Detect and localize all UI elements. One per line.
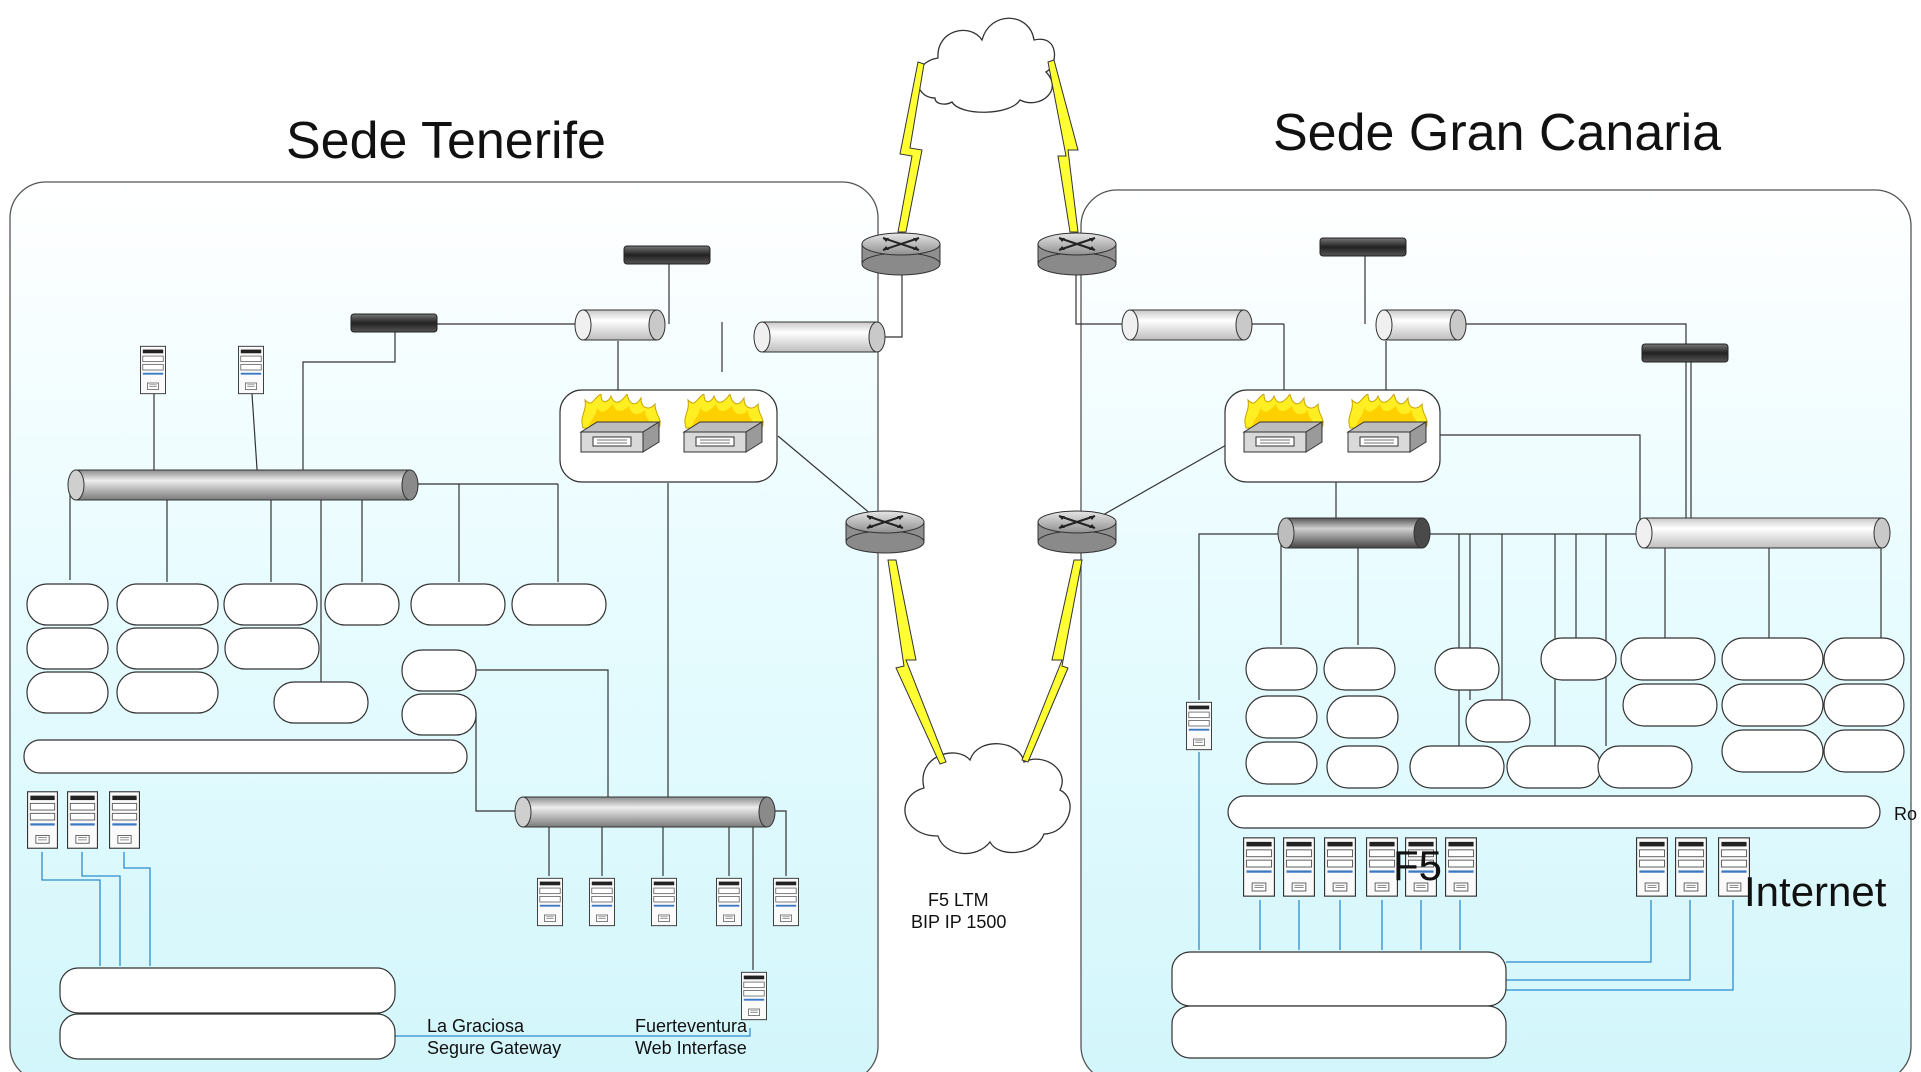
pipe-gc-mid bbox=[1375, 309, 1467, 341]
firewall-cluster-gran-canaria bbox=[1224, 389, 1441, 483]
firewall-cluster-tenerife bbox=[559, 389, 778, 483]
server-icon bbox=[67, 791, 98, 849]
router-gc-bottom bbox=[1037, 510, 1117, 554]
label-ro: Ro bbox=[1894, 804, 1917, 824]
wan-cloud-top bbox=[916, 17, 1056, 113]
lightning-links bbox=[887, 59, 1083, 765]
server-icon bbox=[140, 345, 166, 395]
server-icon bbox=[1243, 837, 1275, 897]
switch-bar-tenerife-top bbox=[623, 245, 711, 265]
pipe-tenerife-lower bbox=[514, 796, 776, 828]
server-icon bbox=[537, 877, 563, 927]
router-tenerife-bottom bbox=[845, 510, 925, 554]
server-icon bbox=[1283, 837, 1315, 897]
router-gc-top bbox=[1037, 232, 1117, 276]
switch-bar-gc-right bbox=[1641, 343, 1729, 363]
router-tenerife-top bbox=[861, 232, 941, 276]
label-bip-ip: BIP IP 1500 bbox=[911, 912, 1006, 932]
server-icon bbox=[651, 877, 677, 927]
server-icon bbox=[741, 971, 767, 1021]
label-internet: Internet bbox=[1744, 868, 1887, 915]
server-icon bbox=[773, 877, 799, 927]
server-icon bbox=[716, 877, 742, 927]
server-icon bbox=[589, 877, 615, 927]
title-gran-canaria: Sede Gran Canaria bbox=[1273, 104, 1721, 162]
gran-canaria-nodes bbox=[1171, 637, 1905, 1059]
label-f5: F5 bbox=[1393, 842, 1442, 889]
server-icon bbox=[1636, 837, 1668, 897]
wan-cloud-bottom bbox=[904, 743, 1071, 855]
label-fuerteventura: Fuerteventura bbox=[635, 1016, 748, 1036]
switch-bar-tenerife-left bbox=[350, 313, 438, 333]
backbone-pipe-tenerife bbox=[67, 469, 419, 501]
tenerife-nodes bbox=[23, 583, 607, 1060]
pipe-gc-left bbox=[1121, 309, 1253, 341]
label-la-graciosa: La Graciosa bbox=[427, 1016, 525, 1036]
server-icon bbox=[27, 791, 58, 849]
pipe-gc-dark bbox=[1277, 517, 1431, 549]
pipe-tenerife-wan bbox=[753, 321, 886, 353]
pipe-gc-right bbox=[1635, 517, 1891, 549]
server-icon bbox=[109, 791, 140, 849]
label-f5-ltm: F5 LTM bbox=[928, 890, 989, 910]
label-secure-gateway: Segure Gateway bbox=[427, 1038, 561, 1058]
server-icon bbox=[1186, 701, 1212, 751]
server-icon bbox=[1445, 837, 1477, 897]
site-tenerife-area bbox=[9, 181, 879, 1072]
title-tenerife: Sede Tenerife bbox=[286, 112, 606, 170]
server-icon bbox=[1324, 837, 1356, 897]
server-icon bbox=[238, 345, 264, 395]
switch-bar-gc-top bbox=[1319, 237, 1407, 257]
label-web-interface: Web Interfase bbox=[635, 1038, 747, 1058]
server-icon bbox=[1675, 837, 1707, 897]
pipe-tenerife-fw bbox=[574, 309, 666, 341]
